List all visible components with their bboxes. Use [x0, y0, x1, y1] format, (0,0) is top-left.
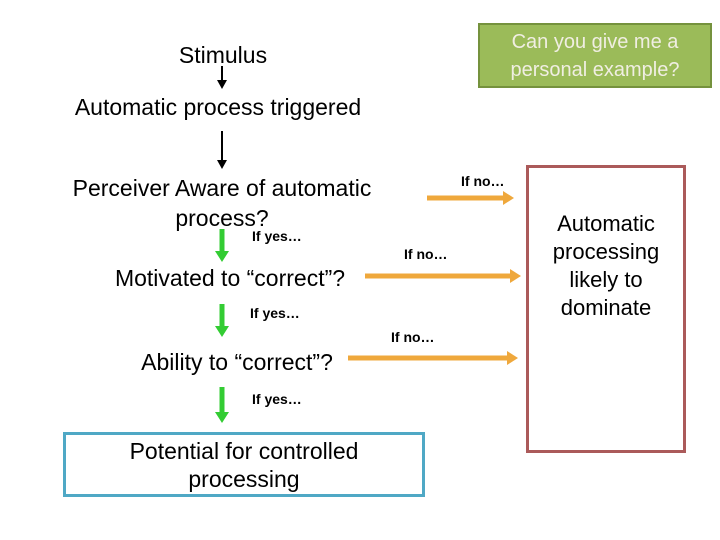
callout-box: Can you give me a personal example?	[478, 23, 712, 88]
if-yes-label-2: If yes…	[250, 305, 300, 321]
if-no-label-2: If no…	[404, 246, 448, 262]
no-right-arrow-2	[365, 269, 521, 283]
flow-node-perceiver-aware: Perceiver Aware of automatic process?	[72, 175, 372, 231]
yes-down-arrow-2	[214, 304, 230, 337]
flow-node-ability: Ability to “correct”?	[141, 349, 333, 375]
if-yes-label-1: If yes…	[252, 228, 302, 244]
yes-down-arrow-1	[214, 229, 230, 262]
callout-text: Can you give me a personal example?	[510, 30, 680, 81]
yes-down-arrow-3	[214, 387, 230, 423]
if-no-label-1: If no…	[461, 173, 505, 189]
outcome-box-text: Automatic processing likely to dominate	[552, 211, 660, 320]
potential-box-text: Potential for controlled processing	[129, 437, 359, 492]
no-right-arrow-3	[348, 351, 518, 365]
no-right-arrow-1	[427, 191, 514, 205]
flow-node-stimulus: Stimulus	[178, 42, 268, 68]
flow-node-motivated: Motivated to “correct”?	[114, 265, 346, 291]
if-no-label-3: If no…	[391, 329, 435, 345]
potential-box: Potential for controlled processing	[63, 432, 425, 497]
flow-node-automatic-process: Automatic process triggered	[74, 94, 362, 120]
outcome-box: Automatic processing likely to dominate	[526, 165, 686, 453]
black-down-arrow-2	[214, 131, 230, 169]
if-yes-label-3: If yes…	[252, 391, 302, 407]
black-down-arrow-1	[214, 66, 230, 89]
